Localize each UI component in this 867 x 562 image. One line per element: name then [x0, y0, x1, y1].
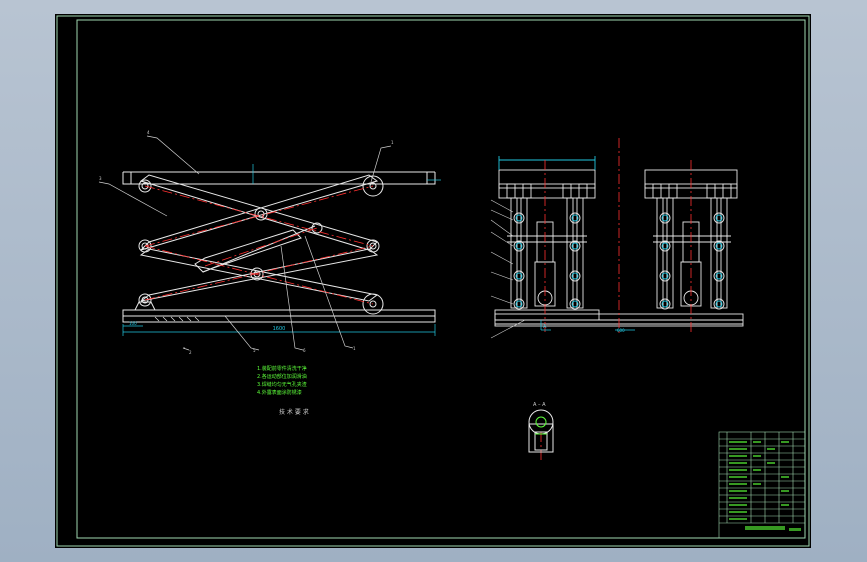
front-top-plate [498, 169, 596, 189]
tech-req-line-3: 3.焊缝均匀无气孔夹渣 [257, 381, 307, 388]
balloon-3: 1 [391, 140, 394, 145]
tech-req-line-4: 4.外露表面涂防锈漆 [257, 389, 302, 396]
roller-bottom-right [362, 293, 384, 315]
base-length-label: 1600 [273, 326, 286, 332]
front-view-highlights [498, 156, 596, 308]
pivot-pin-bottom-left [138, 293, 152, 307]
balloon-6: 6 [303, 348, 306, 353]
section-title: A – A [533, 402, 546, 408]
front-arm-3 [566, 197, 574, 309]
base-hatch [154, 316, 200, 322]
front-view-centerlines [540, 138, 692, 460]
front-leaders [490, 199, 526, 339]
leader-lines [98, 135, 392, 351]
drawing-canvas: 1600 100 4 3 1 2 5 6 1 [56, 15, 810, 547]
second-view-highlights [661, 214, 723, 308]
side-view-dimensions [122, 164, 441, 336]
balloon-4: 2 [189, 350, 192, 355]
side-view-centerlines [144, 185, 374, 305]
balloon-7: 1 [353, 346, 356, 351]
front-dimension-marks [540, 320, 635, 331]
front-base [494, 309, 600, 321]
upper-arm-b [140, 174, 379, 251]
left-offset-label: 100 [129, 321, 137, 326]
front-arm-2 [520, 197, 528, 309]
balloon-numbers: 4 3 1 2 5 6 1 [99, 130, 394, 355]
pivot-pin-center-lower [250, 267, 264, 281]
balloon-5: 5 [253, 348, 256, 353]
drawing-sheet: 1600 100 4 3 1 2 5 6 1 [55, 14, 811, 548]
bom-cells-fill [729, 441, 801, 531]
section-a-a: A – A [528, 402, 554, 453]
outer-border [56, 15, 810, 547]
technical-requirements: 1.装配前零件清洗干净 2.各运动部位加润滑油 3.焊缝均匀无气孔夹渣 4.外露… [257, 365, 307, 396]
tech-req-line-2: 2.各运动部位加润滑油 [257, 373, 307, 380]
side-view [122, 171, 436, 323]
balloon-1: 4 [147, 130, 150, 135]
pivot-pin-mid-right [366, 239, 380, 253]
base-bracket [134, 301, 156, 311]
inner-border [76, 19, 806, 539]
title-block [718, 431, 806, 539]
section-mark-front: A [543, 324, 547, 330]
top-platform [122, 172, 436, 185]
front-arm-4 [576, 197, 584, 309]
pivot-pin-top-left [138, 179, 152, 193]
pivot-pin-mid-left [138, 239, 152, 253]
cylinder-pin [311, 222, 323, 234]
tech-req-title: 技 术 要 求 [279, 408, 309, 416]
balloon-2: 3 [99, 176, 102, 181]
front-arm-1 [510, 197, 518, 309]
tech-req-line-1: 1.装配前零件清洗干净 [257, 365, 307, 372]
front-width-label: 600 [617, 328, 625, 333]
